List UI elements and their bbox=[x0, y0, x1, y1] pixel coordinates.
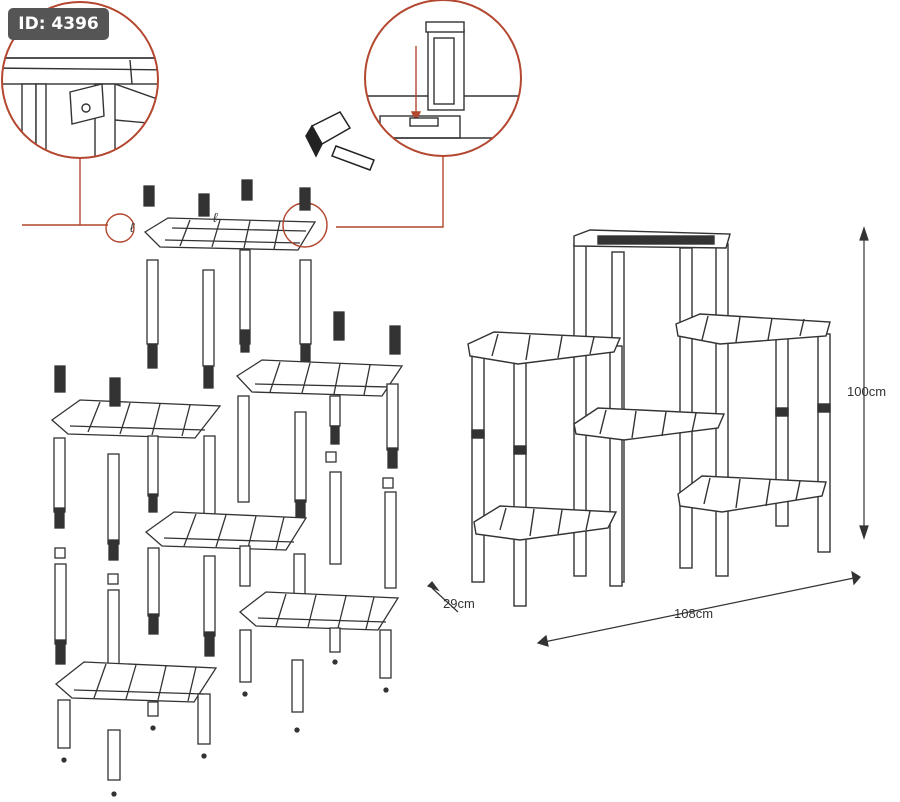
shelf-middle-right bbox=[235, 359, 404, 397]
connector-pins-middle-right bbox=[333, 311, 401, 355]
detail-marker-center: ℓ bbox=[213, 210, 218, 225]
exploded-view bbox=[50, 179, 404, 797]
feet-lower-right bbox=[239, 627, 392, 733]
dimension-lines bbox=[426, 226, 869, 647]
feet-bottom-left bbox=[57, 693, 211, 797]
dimension-width-label: 108cm bbox=[674, 606, 713, 621]
shelf-upper-left bbox=[50, 399, 222, 439]
shelf-bottom-left bbox=[54, 661, 218, 703]
legs-top bbox=[146, 249, 312, 389]
legs-upper-left bbox=[53, 435, 216, 693]
callout-line-right bbox=[336, 156, 444, 228]
shelf-lower-right bbox=[238, 591, 400, 631]
legs-middle-right bbox=[237, 383, 399, 589]
id-badge-label: ID: 4396 bbox=[18, 14, 99, 34]
detail-callout-right bbox=[336, 0, 522, 228]
shelf-top bbox=[105, 202, 328, 251]
dimension-height-label: 100cm bbox=[847, 384, 886, 399]
dimension-depth-label: 29cm bbox=[443, 596, 475, 611]
shelf-middle bbox=[144, 511, 308, 551]
legs-middle bbox=[147, 545, 306, 657]
assembled-stand bbox=[467, 229, 831, 607]
connector-pins-upper-left bbox=[54, 365, 121, 407]
mallet-icon bbox=[305, 111, 375, 171]
callout-line-left bbox=[22, 158, 81, 226]
connector-pins-top bbox=[143, 179, 311, 217]
detail-callout-left bbox=[1, 1, 159, 226]
detail-marker-left: ℓ bbox=[130, 220, 135, 235]
id-badge: ID: 4396 bbox=[8, 8, 109, 40]
